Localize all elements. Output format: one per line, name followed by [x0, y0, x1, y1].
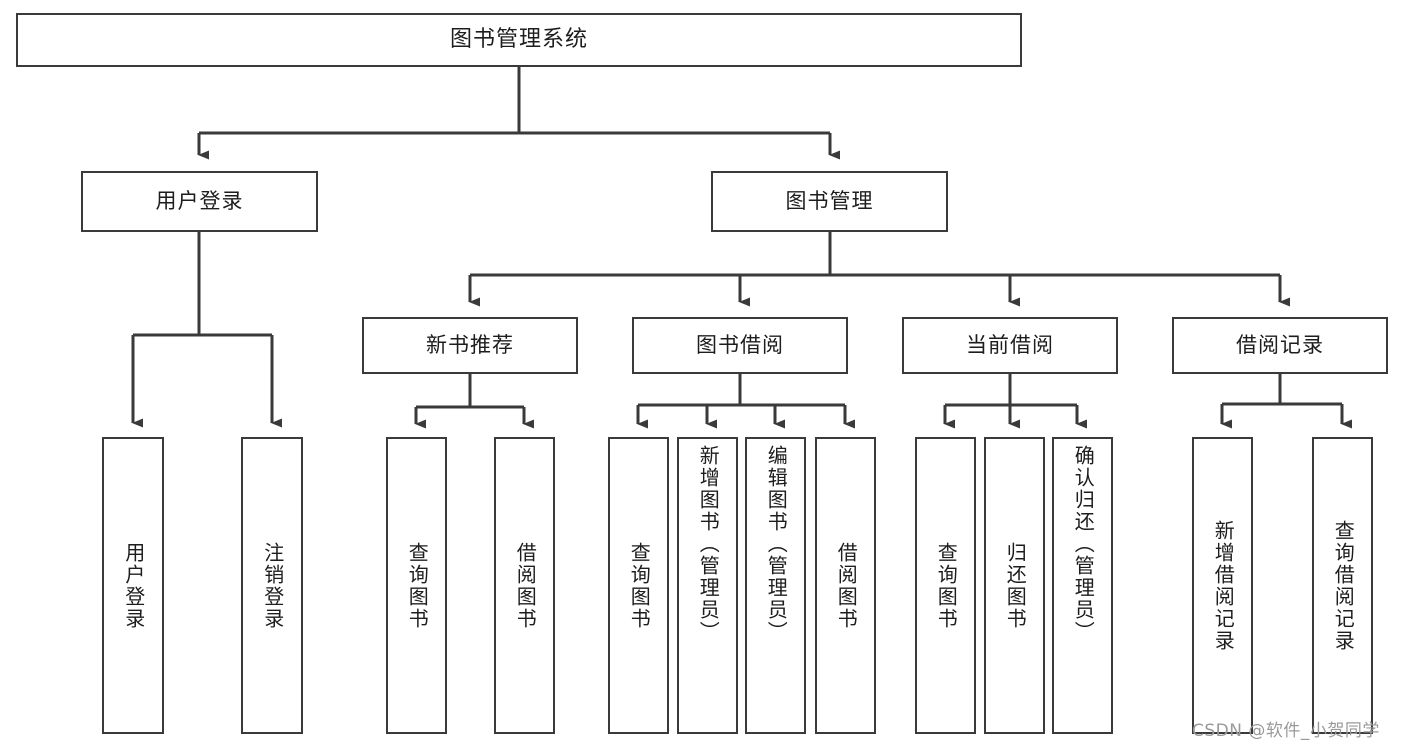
leaf-query-borrow-record[interactable]: 查询借阅记录	[1312, 437, 1373, 734]
node-book-management[interactable]: 图书管理	[711, 171, 948, 232]
node-new-book-recommendation[interactable]: 新书推荐	[362, 317, 578, 374]
leaf-query-books-current[interactable]: 查询图书	[915, 437, 976, 734]
node-label: 图书管理	[785, 189, 874, 214]
leaf-add-book-admin[interactable]: 新增图书（管理员）	[677, 437, 738, 734]
node-label: 查询图书	[934, 541, 959, 630]
node-book-borrowing[interactable]: 图书借阅	[632, 317, 848, 374]
node-label: 新增借阅记录	[1211, 519, 1236, 652]
leaf-borrow-books-borrowing[interactable]: 借阅图书	[815, 437, 876, 734]
node-label: 查询图书	[405, 541, 430, 630]
node-label: 用户登录	[155, 189, 244, 214]
leaf-return-books[interactable]: 归还图书	[984, 437, 1045, 734]
leaf-user-login[interactable]: 用户登录	[102, 437, 164, 734]
leaf-edit-book-admin[interactable]: 编辑图书（管理员）	[745, 437, 806, 734]
leaf-add-borrow-record[interactable]: 新增借阅记录	[1192, 437, 1253, 734]
node-label: 注销登录	[260, 541, 285, 630]
node-root-book-management-system[interactable]: 图书管理系统	[16, 13, 1022, 67]
node-label: 图书借阅	[696, 333, 784, 358]
node-label: 新书推荐	[426, 333, 514, 358]
node-label: 编辑图书（管理员）	[764, 445, 789, 643]
node-label: 查询借阅记录	[1331, 519, 1356, 652]
node-label: 当前借阅	[966, 333, 1054, 358]
leaf-query-books-borrowing[interactable]: 查询图书	[608, 437, 669, 734]
node-label: 归还图书	[1003, 541, 1028, 630]
csdn-watermark: CSDN @软件_小贺同学	[1192, 721, 1380, 741]
node-current-borrowing[interactable]: 当前借阅	[902, 317, 1118, 374]
leaf-query-books-recommendation[interactable]: 查询图书	[386, 437, 447, 734]
node-label: 借阅图书	[834, 541, 859, 630]
node-label: 用户登录	[121, 541, 146, 630]
node-borrowing-record[interactable]: 借阅记录	[1172, 317, 1388, 374]
leaf-borrow-books-recommendation[interactable]: 借阅图书	[494, 437, 555, 734]
node-label: 借阅图书	[513, 541, 538, 630]
node-label: 图书管理系统	[449, 27, 588, 53]
node-user-login[interactable]: 用户登录	[81, 171, 318, 232]
node-label: 借阅记录	[1236, 333, 1324, 358]
leaf-logout[interactable]: 注销登录	[241, 437, 303, 734]
node-label: 新增图书（管理员）	[696, 445, 721, 643]
node-label: 查询图书	[627, 541, 652, 630]
node-label: 确认归还（管理员）	[1071, 445, 1096, 643]
leaf-confirm-return-admin[interactable]: 确认归还（管理员）	[1052, 437, 1113, 734]
